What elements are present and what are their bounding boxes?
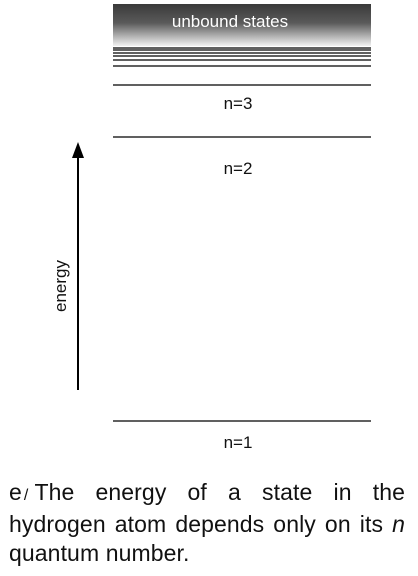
unbound-states-label: unbound states <box>172 12 288 31</box>
energy-level-diagram: unbound states n=3 n=2 n=1 energy <box>51 4 371 452</box>
energy-arrow-head <box>72 142 84 158</box>
caption-text-after: quantum number. <box>9 540 190 566</box>
unbound-states-band <box>113 4 371 46</box>
level-label-n1: n=1 <box>224 433 253 452</box>
level-label-n2: n=2 <box>224 159 253 178</box>
figure-letter: e <box>9 479 22 505</box>
energy-axis-label: energy <box>51 260 70 312</box>
figure-separator: / <box>23 487 29 504</box>
energy-arrow <box>72 142 84 390</box>
level-label-n3: n=3 <box>224 94 253 113</box>
figure-caption: e/The energy of a state in the hydrogen … <box>9 478 405 568</box>
caption-text-before: The energy of a state in the hydrogen at… <box>9 479 405 537</box>
high-n-levels <box>113 47 371 67</box>
caption-italic-n: n <box>392 511 405 537</box>
